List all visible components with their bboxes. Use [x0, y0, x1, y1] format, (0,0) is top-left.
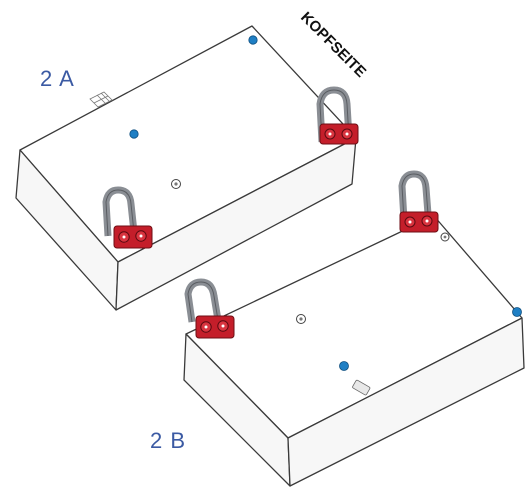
box-2a-front-right	[115, 137, 357, 311]
screw-icon	[296, 314, 306, 324]
vent-grid-icon	[89, 91, 113, 108]
box-2b-front-right	[287, 317, 525, 487]
screw-icon	[440, 232, 450, 242]
handle-terminal-2a-front	[102, 186, 153, 249]
handle-terminal-2a-rear	[316, 86, 359, 145]
label-2b: 2 B	[150, 428, 186, 453]
handle-terminal-2b-front	[184, 278, 235, 339]
box-2a	[15, 25, 359, 311]
screw-icon	[171, 179, 181, 189]
slot-icon	[352, 379, 371, 396]
blue-marker-icon	[248, 35, 258, 45]
blue-marker-icon	[512, 307, 522, 317]
box-2b	[183, 170, 525, 487]
label-2a: 2 A	[40, 66, 75, 91]
label-kopfseite: KOPFSEITE	[297, 9, 369, 81]
blue-marker-icon	[339, 361, 349, 371]
handle-terminal-2b-rear	[398, 170, 439, 233]
blue-marker-icon	[129, 129, 139, 139]
